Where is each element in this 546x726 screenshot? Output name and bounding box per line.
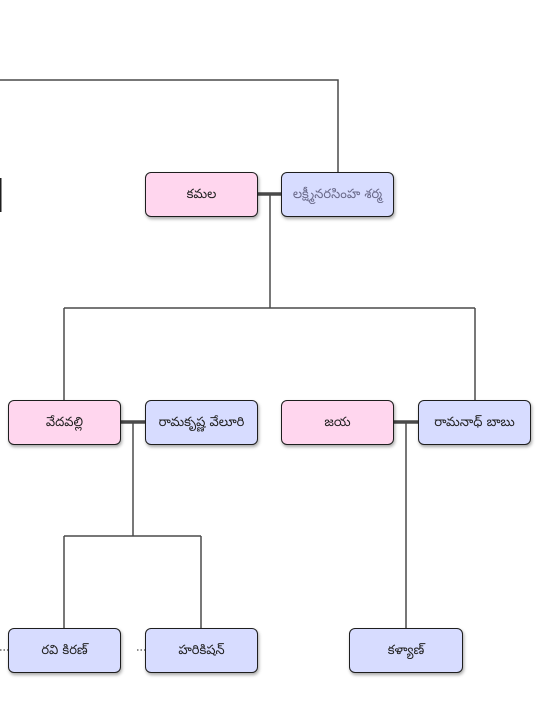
person-name: లక్ష్మీనరసింహ శర్మ [292, 187, 383, 202]
person-name: హరికిషన్ [178, 643, 225, 658]
person-name: కళ్యాణ్ [387, 643, 425, 658]
person-jaya[interactable]: జయ [281, 400, 394, 445]
person-ramanath[interactable]: రామనాధ్ బాబు [418, 400, 531, 445]
person-vedavalli[interactable]: వేదవల్లి [8, 400, 121, 445]
person-lakshminarasimha[interactable]: లక్ష్మీనరసింహ శర్మ [281, 172, 394, 217]
person-name: రవి కిరణ్ [41, 643, 88, 658]
person-ravi-kiran[interactable]: రవి కిరణ్ [8, 628, 121, 673]
parent-link-line [0, 79, 339, 172]
person-name: జయ [324, 415, 351, 430]
person-kalyan[interactable]: కళ్యాణ్ [349, 628, 463, 673]
person-name: రామనాధ్ బాబు [434, 415, 515, 430]
person-name: వేదవల్లి [45, 415, 84, 430]
person-ramakrishna[interactable]: రామకృష్ణ వేలూరి [145, 400, 258, 445]
person-harikishan[interactable]: హరికిషన్ [145, 628, 258, 673]
person-name: రామకృష్ణ వేలూరి [158, 415, 245, 430]
person-name: కమల [186, 187, 217, 202]
person-kamala[interactable]: కమల [145, 172, 258, 217]
